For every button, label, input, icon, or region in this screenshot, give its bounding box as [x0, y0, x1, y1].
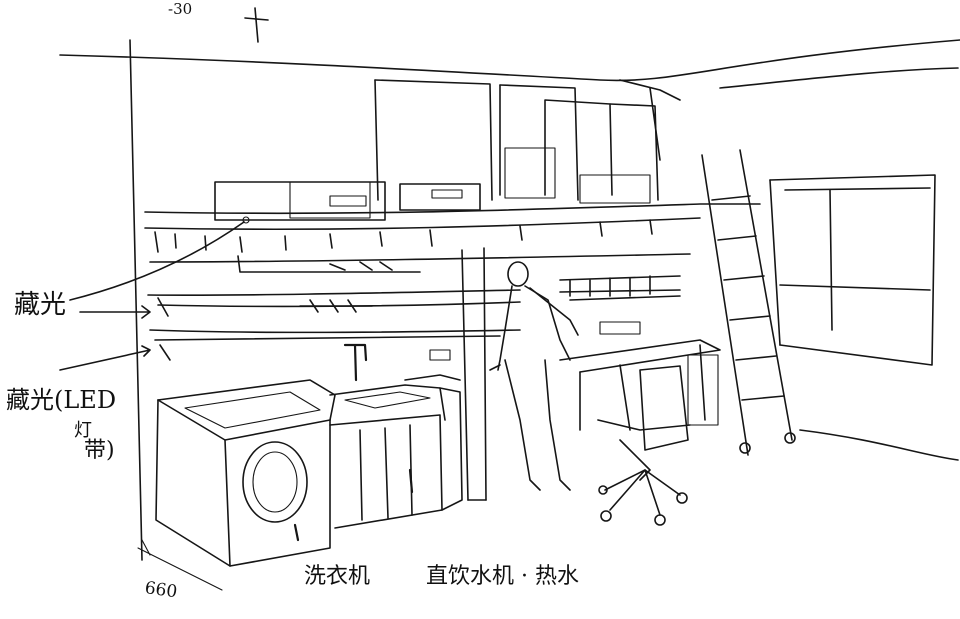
- right-wardrobe: [619, 79, 936, 366]
- washing-machine: [137, 379, 336, 591]
- water-dispenser-label: 直饮水机 · 热水: [426, 564, 579, 589]
- support-column: [461, 247, 487, 501]
- wall-shelves: [147, 253, 691, 361]
- hidden-light-label: 藏光: [14, 290, 67, 320]
- sink-cabinet: [329, 343, 463, 529]
- led-strip-label-line2: 灯: [74, 420, 92, 441]
- led-strip-label: 藏光(LED: [6, 386, 117, 414]
- office-chair: [597, 365, 691, 526]
- top-dimension-label: -30: [168, 0, 193, 18]
- upper-storage-boxes: [214, 79, 659, 221]
- led-strip-label-line3: 带): [84, 438, 115, 463]
- desk: [559, 339, 721, 431]
- room-outline: [59, 7, 960, 561]
- ladder: [701, 149, 796, 456]
- depth-dimension-label: 660: [143, 578, 179, 603]
- washing-machine-label: 洗衣机: [304, 564, 371, 589]
- annotation-arrows: [59, 221, 245, 371]
- loft-platform: [144, 203, 761, 253]
- person-figure: [489, 261, 579, 491]
